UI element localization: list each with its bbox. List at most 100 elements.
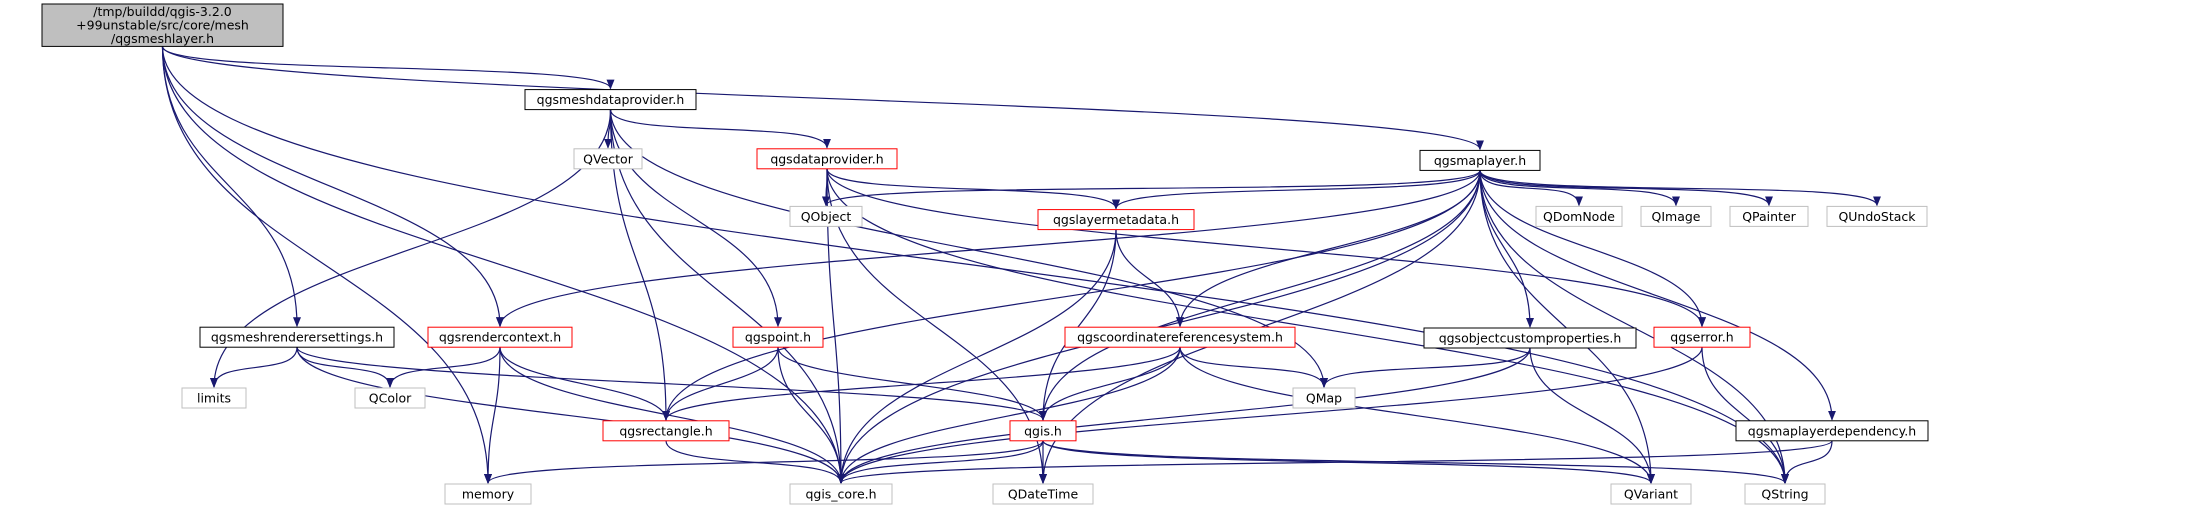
node-qdatetime: QDateTime [992, 483, 1094, 505]
node-root-label: /qgsmeshlayer.h [111, 31, 214, 46]
edge-point-to-qgiscore [777, 347, 845, 484]
node-maplayer[interactable]: qgsmaplayer.h [1419, 149, 1541, 171]
node-maplayerdependency[interactable]: qgsmaplayerdependency.h [1735, 420, 1929, 442]
node-maplayerdependency-label: qgsmaplayerdependency.h [1748, 423, 1916, 438]
node-qimage-label: QImage [1652, 209, 1701, 224]
node-dataprovider-box [756, 148, 898, 170]
node-meshdataprovider-box [524, 89, 697, 111]
node-root[interactable]: /tmp/buildd/qgis-3.2.0+99unstable/src/co… [41, 3, 284, 47]
node-rendercontext[interactable]: qgsrendercontext.h [427, 326, 573, 348]
node-qcolor: QColor [354, 387, 426, 409]
edge-maplayer-to-layermetadata [1112, 170, 1481, 210]
node-qundostack-label: QUndoStack [1838, 209, 1916, 224]
node-meshdataprovider-label: qgsmeshdataprovider.h [537, 92, 685, 107]
node-qimage: QImage [1640, 205, 1712, 227]
node-error[interactable]: qgserror.h [1653, 326, 1751, 348]
node-qundostack-box [1826, 205, 1928, 227]
node-qgis[interactable]: qgis.h [1009, 420, 1077, 442]
node-maplayerdependency-box [1735, 420, 1929, 442]
edge-rendercontext-to-qgiscore [499, 347, 845, 484]
node-rendercontext-box [427, 326, 573, 348]
node-maplayer-label: qgsmaplayer.h [1434, 153, 1526, 168]
node-meshrenderersettings-box [199, 326, 395, 348]
node-crs-label: qgscoordinatereferencesystem.h [1077, 330, 1283, 345]
edge-maplayer-to-qundostack [1479, 170, 1881, 207]
node-qimage-box [1640, 205, 1712, 227]
node-qvector-box [573, 148, 643, 170]
node-crs[interactable]: qgscoordinatereferencesystem.h [1064, 326, 1296, 348]
edge-root-to-qstring [161, 46, 1789, 484]
node-layermetadata-label: qgslayermetadata.h [1053, 212, 1179, 227]
edge-rendercontext-to-memory [484, 347, 501, 484]
node-point-label: qgspoint.h [745, 330, 811, 345]
node-root-box [41, 3, 284, 47]
node-limits-label: limits [197, 391, 231, 406]
node-qobject-box [789, 205, 863, 227]
edge-meshdataprovider-to-qgiscore [609, 109, 845, 484]
edge-maplayerdependency-to-qgiscore [837, 440, 1833, 484]
edge-qgis-to-qgiscore [837, 440, 1044, 484]
edge-root-to-rendercontext [161, 46, 504, 328]
edge-crs-to-qvariant [1179, 347, 1655, 484]
node-layer: /tmp/buildd/qgis-3.2.0+99unstable/src/co… [41, 3, 1929, 505]
node-qmap: QMap [1292, 387, 1356, 409]
edge-crs-to-rectangle [662, 347, 1181, 421]
node-rectangle-label: qgsrectangle.h [619, 423, 712, 438]
edge-layermetadata-to-qgiscore [837, 229, 1117, 484]
node-qvariant: QVariant [1610, 483, 1692, 505]
edge-crs-to-qmap [1179, 347, 1328, 388]
node-layermetadata[interactable]: qgslayermetadata.h [1037, 209, 1195, 231]
node-qcolor-box [354, 387, 426, 409]
node-meshdataprovider[interactable]: qgsmeshdataprovider.h [524, 89, 697, 111]
edge-meshrenderersettings-to-qgiscore [296, 347, 845, 484]
edge-meshrenderersettings-to-qgis [296, 346, 1047, 421]
node-qgiscore-box [789, 483, 893, 505]
node-rectangle[interactable]: qgsrectangle.h [602, 420, 730, 442]
node-qgis-box [1009, 420, 1077, 442]
node-point-box [732, 326, 824, 348]
edge-point-to-qgis [777, 347, 1047, 421]
node-qvariant-box [1610, 483, 1692, 505]
edge-meshdataprovider-to-point [609, 109, 782, 328]
edge-dataprovider-to-layermetadata [826, 168, 1120, 210]
edge-maplayer-to-rendercontext [496, 170, 1481, 328]
node-qvector: QVector [573, 148, 643, 170]
edge-objectcustomproperties-to-qmap [1320, 347, 1531, 388]
edge-layermetadata-to-crs [1115, 229, 1184, 328]
node-qmap-label: QMap [1306, 391, 1342, 406]
node-objectcustomproperties-box [1423, 327, 1637, 349]
node-point[interactable]: qgspoint.h [732, 326, 824, 348]
node-qcolor-label: QColor [369, 391, 412, 406]
node-qmap-box [1292, 387, 1356, 409]
edge-maplayer-to-error [1479, 170, 1706, 328]
node-qdatetime-box [992, 483, 1094, 505]
edge-qgis-to-qstring [1042, 440, 1789, 484]
node-qpainter-box [1729, 205, 1809, 227]
node-limits: limits [181, 387, 247, 409]
edge-objectcustomproperties-to-qvariant [1529, 347, 1655, 484]
node-qstring-box [1744, 483, 1826, 505]
edge-maplayer-to-qdomnode [1479, 170, 1583, 207]
node-dataprovider[interactable]: qgsdataprovider.h [756, 148, 898, 170]
edge-error-to-qstring [1701, 347, 1789, 484]
node-limits-box [181, 387, 247, 409]
node-memory: memory [444, 483, 532, 505]
node-error-label: qgserror.h [1670, 330, 1733, 345]
node-dataprovider-label: qgsdataprovider.h [770, 151, 883, 166]
node-objectcustomproperties-label: qgsobjectcustomproperties.h [1439, 331, 1622, 346]
node-meshrenderersettings[interactable]: qgsmeshrenderersettings.h [199, 326, 395, 348]
node-objectcustomproperties[interactable]: qgsobjectcustomproperties.h [1423, 327, 1637, 349]
node-memory-label: memory [462, 487, 515, 502]
node-rendercontext-label: qgsrendercontext.h [439, 330, 561, 345]
node-qvector-label: QVector [583, 151, 634, 166]
edge-qgis-to-memory [484, 440, 1044, 484]
node-meshrenderersettings-label: qgsmeshrenderersettings.h [211, 330, 383, 345]
edge-dataprovider-to-error [826, 168, 1706, 328]
edge-crs-to-qgiscore [837, 347, 1181, 484]
node-qpainter: QPainter [1729, 205, 1809, 227]
edge-meshdataprovider-to-dataprovider [609, 109, 831, 149]
edge-maplayer-to-qpainter [1479, 170, 1773, 207]
node-memory-box [444, 483, 532, 505]
node-qdomnode-box [1535, 205, 1623, 227]
